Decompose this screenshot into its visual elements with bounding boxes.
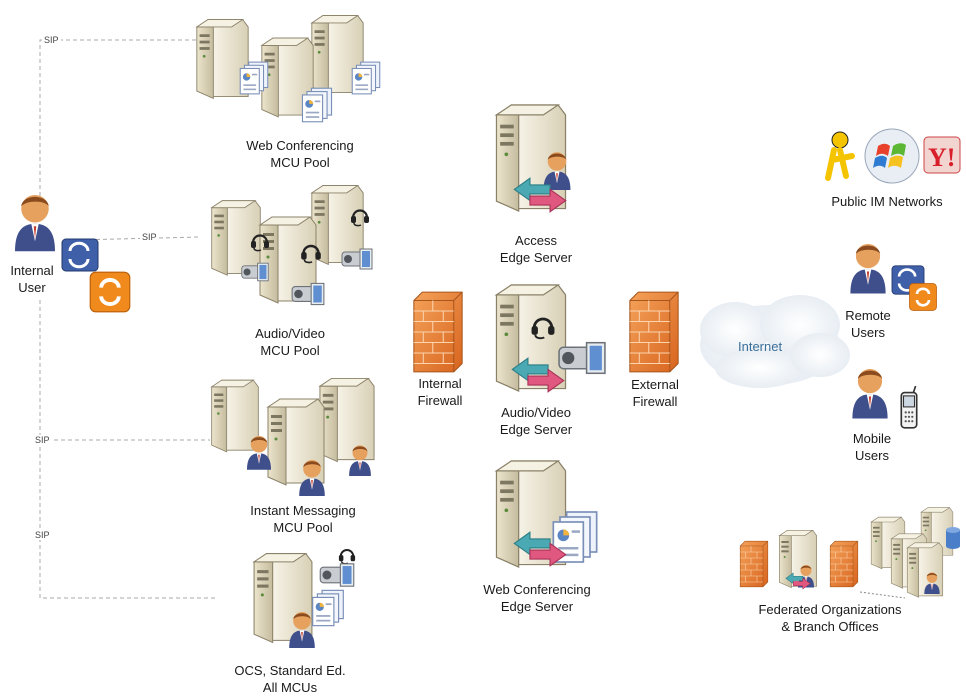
audio-video-mcu-pool-label: Audio/Video MCU Pool — [220, 325, 360, 359]
external-firewall-label-line2: Firewall — [632, 394, 678, 409]
mobile-users-label: Mobile Users — [832, 430, 912, 464]
sip-connections — [39, 39, 215, 599]
web-conferencing-edge-server-label-line1: Web Conferencing — [483, 582, 591, 597]
web-conferencing-mcu-pool-label-line2: MCU Pool — [270, 155, 330, 170]
windows-live-icon — [864, 128, 920, 184]
mobile-users-label-line1: Mobile — [852, 431, 892, 446]
sip-line-web-conf — [39, 39, 200, 210]
audio-video-edge-server-label-line2: Edge Server — [499, 422, 573, 437]
instant-messaging-mcu-pool-label-line2: MCU Pool — [273, 520, 333, 535]
ocs-standard-label-line1: OCS, Standard Ed. — [234, 663, 346, 678]
public-im-networks-icon: Y! — [825, 128, 961, 184]
external-firewall-label-line1: External — [631, 377, 679, 392]
access-edge-server-label-line2: Edge Server — [499, 250, 573, 265]
public-im-networks-label: Public IM Networks — [831, 194, 943, 209]
sip-label-web-conf: SIP — [42, 35, 61, 45]
mobile-users-icon — [852, 369, 918, 429]
access-edge-server-label: Access Edge Server — [476, 232, 596, 266]
remote-users-label-line1: Remote — [845, 308, 891, 323]
audio-video-edge-server-label: Audio/Video Edge Server — [476, 404, 596, 438]
internal-firewall-label-line1: Internal — [418, 376, 462, 391]
federated-organizations-icon — [739, 507, 960, 599]
svg-text:Y!: Y! — [928, 143, 955, 172]
internal-firewall-label-line2: Firewall — [417, 393, 463, 408]
internal-user-label: Internal User — [2, 262, 62, 296]
audio-video-mcu-pool-label-line1: Audio/Video — [255, 326, 325, 341]
database-icon — [946, 527, 960, 549]
aim-icon — [825, 131, 855, 181]
instant-messaging-mcu-pool-label-line1: Instant Messaging — [250, 503, 356, 518]
web-conferencing-edge-server-icon — [495, 460, 598, 568]
internal-firewall-icon — [413, 291, 463, 373]
external-firewall-icon — [629, 291, 679, 373]
instant-messaging-mcu-pool-label: Instant Messaging MCU Pool — [218, 502, 388, 536]
internal-user-label-line2: User — [18, 280, 46, 295]
sip-label-im: SIP — [33, 435, 52, 445]
audio-video-mcu-pool-label-line2: MCU Pool — [260, 343, 320, 358]
sip-label-av: SIP — [140, 232, 159, 242]
access-edge-server-icon — [495, 104, 571, 213]
internet-cloud-icon — [700, 295, 850, 388]
ocs-standard-label: OCS, Standard Ed. All MCUs — [215, 662, 365, 696]
remote-users-icon — [850, 244, 938, 312]
web-conferencing-mcu-pool-icon — [196, 15, 381, 123]
web-conferencing-mcu-pool-label: Web Conferencing MCU Pool — [220, 137, 380, 171]
ocs-standard-server-icon — [253, 549, 356, 648]
ocs-standard-label-line2: All MCUs — [262, 680, 318, 695]
remote-users-label-line2: Users — [851, 325, 885, 340]
web-conferencing-edge-server-label-line2: Edge Server — [500, 599, 574, 614]
remote-users-label: Remote Users — [828, 307, 908, 341]
audio-video-edge-server-icon — [495, 284, 606, 393]
federated-organizations-label-line1: Federated Organizations — [758, 602, 902, 617]
federated-organizations-label: Federated Organizations & Branch Offices — [750, 601, 910, 635]
web-conferencing-edge-server-label: Web Conferencing Edge Server — [462, 581, 612, 615]
internal-user-label-line1: Internal — [10, 263, 54, 278]
instant-messaging-mcu-pool-icon — [211, 377, 375, 496]
internet-label: Internet — [738, 339, 783, 354]
yahoo-icon: Y! — [923, 136, 961, 174]
access-edge-server-label-line1: Access — [515, 233, 557, 248]
sip-line-left-vertical — [39, 300, 215, 599]
external-firewall-label: External Firewall — [612, 376, 698, 410]
mobile-users-label-line2: Users — [855, 448, 889, 463]
web-conferencing-mcu-pool-label-line1: Web Conferencing — [246, 138, 354, 153]
federated-organizations-label-line2: & Branch Offices — [781, 619, 879, 634]
audio-video-edge-server-label-line1: Audio/Video — [501, 405, 571, 420]
internal-firewall-label: Internal Firewall — [400, 375, 480, 409]
sip-label-ocs: SIP — [33, 530, 52, 540]
audio-video-mcu-pool-icon — [211, 185, 373, 306]
